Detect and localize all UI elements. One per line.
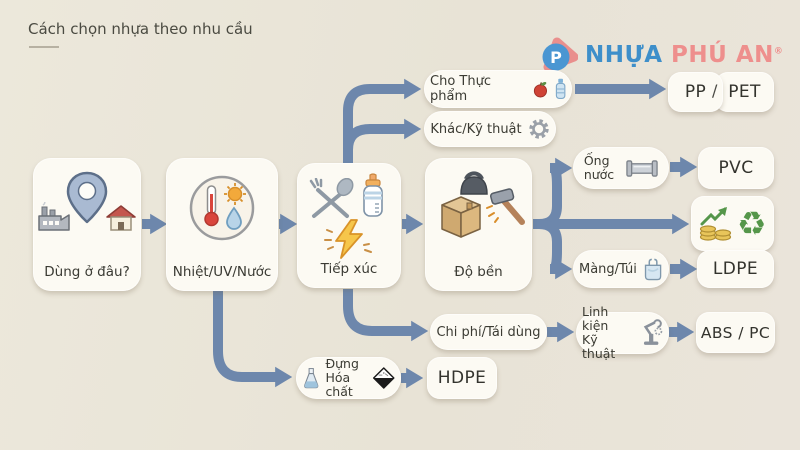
result-ldpe: LDPE: [697, 250, 774, 288]
connector-durability-pipe-elbow: [533, 163, 562, 229]
result-hdpe: HDPE: [427, 357, 497, 399]
branch-chemical-storage: Đựng Hóa chất: [296, 357, 401, 399]
registered-mark: ®: [773, 45, 784, 56]
result-pp-pet-separator: /: [712, 81, 718, 100]
bottle-icon: [555, 78, 566, 99]
money-growth-icon: [699, 206, 732, 241]
result-recycle-value: ♻: [691, 196, 774, 251]
factory-icon: [38, 202, 70, 231]
connector-contact-other: [343, 118, 422, 158]
cutlery-icon: [309, 178, 354, 218]
flask-icon: [304, 367, 319, 388]
branch-food-label: Cho Thực phẩm: [430, 74, 491, 104]
brand-monogram: P: [550, 48, 562, 67]
pipe-icon: [626, 159, 658, 177]
cardboard-box-icon: [441, 196, 481, 238]
connector-contact-cost: [343, 289, 429, 342]
node-durability: Độ bền: [425, 158, 532, 291]
brand-name-blue: NHỰA: [585, 41, 663, 68]
branch-film-bag: Màng/Túi: [573, 250, 669, 288]
thermometer-icon: [204, 185, 219, 227]
branch-film-bag-label: Màng/Túi: [579, 261, 637, 277]
branch-technical-parts: Linh kiện Kỹ thuật: [576, 305, 669, 361]
hazard-diamond-icon: [373, 367, 395, 389]
branch-food: Cho Thực phẩm: [424, 70, 572, 108]
brand-logo-icon: P: [542, 37, 578, 72]
page-title: Cách chọn nhựa theo nhu cầu: [28, 20, 253, 38]
baby-bottle-icon: [363, 173, 383, 217]
node-durability-label: Độ bền: [454, 264, 503, 280]
house-icon: [106, 205, 136, 231]
branch-other-technical: Khác/Kỹ thuật: [424, 111, 556, 147]
node-exposure-label: Nhiệt/UV/Nước: [172, 264, 272, 280]
node-where-label: Dùng ở đâu?: [44, 264, 130, 280]
node-contact-label: Tiếp xúc: [320, 261, 378, 277]
hammer-icon: [486, 188, 525, 225]
result-pp-pet: PET PP /: [668, 72, 774, 112]
node-contact: Tiếp xúc: [297, 163, 401, 288]
result-abs-pc: ABS / PC: [696, 312, 775, 353]
result-pet-chip: PET: [715, 72, 774, 112]
result-pp-chip: PP: [668, 72, 723, 112]
brand-wordmark: NHỰA PHÚ AN®: [585, 42, 783, 68]
water-drop-icon: [226, 206, 242, 230]
connector-exposure-chem: [213, 289, 293, 388]
plastic-bag-icon: [644, 258, 662, 280]
branch-other-technical-label: Khác/Kỹ thuật: [430, 121, 522, 137]
recycle-icon: ♻: [737, 204, 767, 243]
branch-cost-reuse: Chi phí/Tái dùng: [430, 314, 547, 350]
kettlebell-icon: [460, 171, 488, 195]
connector-contact-food: [343, 78, 422, 176]
node-exposure: Nhiệt/UV/Nước: [166, 158, 278, 291]
connector-durability-bag-elbow: [533, 219, 562, 274]
brand-logo: P NHỰA PHÚ AN®: [540, 36, 783, 73]
result-pvc: PVC: [698, 147, 774, 189]
lightning-icon: [324, 219, 372, 259]
brand-name-salmon: PHÚ AN: [671, 41, 774, 68]
branch-technical-parts-label: Linh kiện Kỹ thuật: [582, 304, 616, 361]
node-where: Dùng ở đâu?: [33, 158, 141, 291]
exposure-circle-icon: [189, 175, 255, 241]
location-pin-icon: [66, 171, 108, 224]
gear-icon: [528, 119, 549, 139]
branch-cost-reuse-label: Chi phí/Tái dùng: [436, 324, 541, 340]
branch-chemical-storage-label: Đựng Hóa chất: [325, 356, 359, 399]
branch-water-pipe-label: Ống nước: [583, 153, 615, 182]
robot-arm-icon: [643, 319, 662, 345]
sun-icon: [224, 183, 246, 205]
branch-water-pipe: Ống nước: [573, 147, 669, 189]
title-underline: [29, 46, 59, 48]
apple-icon: [533, 82, 547, 98]
